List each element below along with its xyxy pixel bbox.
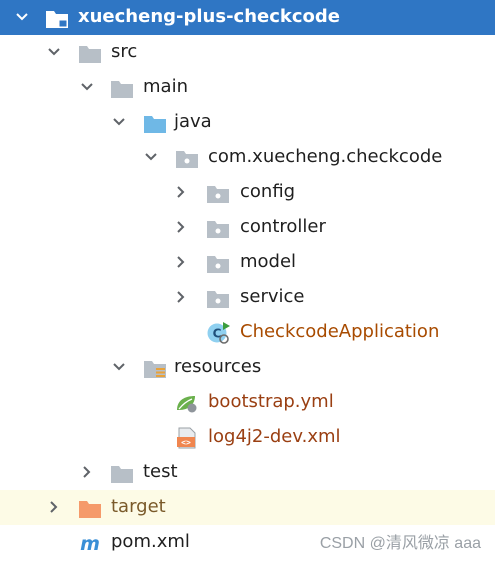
chevron-right-icon[interactable] [172,218,190,236]
tree-label-test: test [143,461,178,482]
folder-icon [111,81,133,98]
spring-config-file-icon [177,396,197,413]
tree-item-resources[interactable]: resources [0,350,495,385]
tree-label-checkcode-application: CheckcodeApplication [240,321,440,342]
svg-text:C: C [213,327,222,341]
source-folder-icon [144,116,166,133]
tree-label-src: src [111,41,138,62]
module-folder-icon [46,11,68,28]
chevron-down-icon[interactable] [13,8,31,26]
chevron-right-icon[interactable] [172,288,190,306]
chevron-down-icon[interactable] [78,78,96,96]
chevron-right-icon[interactable] [172,183,190,201]
folder-icon [111,466,133,483]
tree-label-log4j2-dev-xml: log4j2-dev.xml [208,426,341,447]
tree-item-checkcode-application[interactable]: C CheckcodeApplication [0,315,495,350]
maven-icon: m [80,533,100,554]
chevron-right-icon[interactable] [78,463,96,481]
tree-item-package[interactable]: com.xuecheng.checkcode [0,140,495,175]
package-icon [207,291,229,308]
package-icon [207,221,229,238]
chevron-down-icon[interactable] [110,358,128,376]
tree-label-target: target [111,496,166,517]
tree-item-java[interactable]: java [0,105,495,140]
tree-item-target[interactable]: target [0,490,495,525]
tree-item-main[interactable]: main [0,70,495,105]
chevron-down-icon[interactable] [110,113,128,131]
folder-icon [79,46,101,63]
watermark: CSDN @清风微凉 aaa [319,535,481,552]
tree-item-config[interactable]: config [0,175,495,210]
package-icon [176,151,198,168]
xml-file-icon: <> [177,427,196,449]
tree-label-main: main [143,76,188,97]
tree-item-test[interactable]: test [0,455,495,490]
project-name: xuecheng-plus-checkcode [78,6,341,27]
tree-label-bootstrap-yml: bootstrap.yml [208,391,334,412]
spring-boot-class-icon: C [207,322,230,344]
tree-item-log4j2-dev-xml[interactable]: <> log4j2-dev.xml [0,420,495,455]
tree-label-model: model [240,251,297,272]
tree-label-package: com.xuecheng.checkcode [208,146,443,167]
tree-label-pom-xml: pom.xml [111,531,190,552]
chevron-down-icon[interactable] [142,148,160,166]
resources-folder-icon [144,361,166,378]
tree-label-java: java [174,111,212,132]
excluded-folder-icon [79,501,101,518]
tree-label-controller: controller [240,216,326,237]
svg-text:m: m [80,533,100,554]
tree-label-config: config [240,181,296,202]
tree-item-src[interactable]: src [0,35,495,70]
tree-item-project-root[interactable]: xuecheng-plus-checkcode [0,0,495,35]
chevron-down-icon[interactable] [45,43,63,61]
package-icon [207,256,229,273]
tree-item-pom-xml[interactable]: m pom.xml [0,525,495,560]
tree-item-controller[interactable]: controller [0,210,495,245]
tree-item-model[interactable]: model [0,245,495,280]
package-icon [207,186,229,203]
chevron-right-icon[interactable] [45,498,63,516]
tree-label-resources: resources [174,356,262,377]
tree-item-service[interactable]: service [0,280,495,315]
tree-label-service: service [240,286,305,307]
svg-text:<>: <> [181,438,191,447]
tree-item-bootstrap-yml[interactable]: bootstrap.yml [0,385,495,420]
chevron-right-icon[interactable] [172,253,190,271]
